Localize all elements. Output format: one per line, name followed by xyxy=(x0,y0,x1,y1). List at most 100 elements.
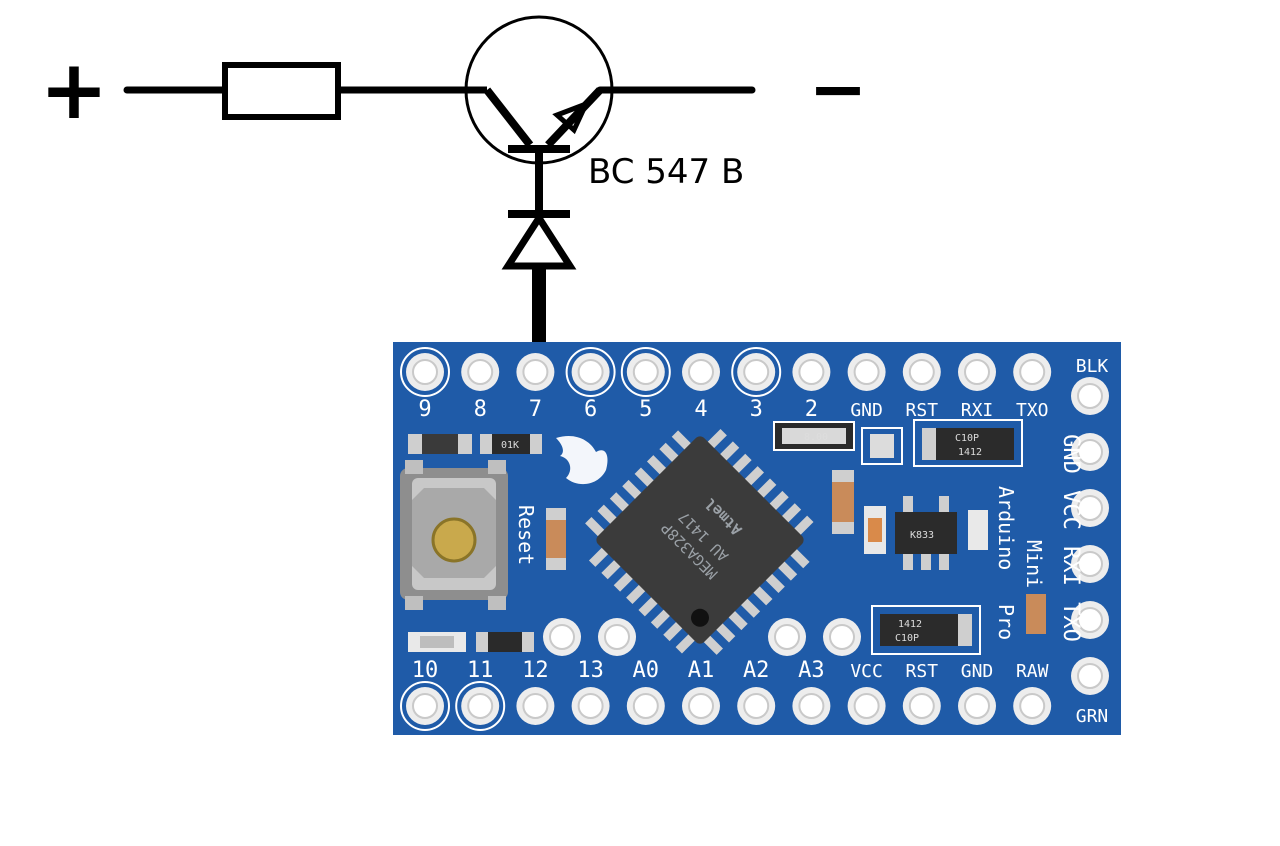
smd-cap-left xyxy=(546,508,566,570)
pad-top-4 xyxy=(620,347,671,397)
bottom-pin-pads xyxy=(400,681,1052,731)
led-small xyxy=(864,506,886,554)
pin-label: A3 xyxy=(798,658,825,683)
resistor xyxy=(222,62,341,120)
svg-text:1412: 1412 xyxy=(898,619,922,630)
svg-text:01K: 01K xyxy=(501,440,519,451)
atmega328p-chip: MEGA328P AU 1417 Atmel xyxy=(585,428,814,655)
pin-label: GND xyxy=(961,661,994,682)
svg-text:1412: 1412 xyxy=(958,447,982,458)
pad-bottom-3 xyxy=(571,687,610,725)
led-square xyxy=(861,427,903,465)
silk-arduino: Arduino xyxy=(994,486,1018,570)
diode xyxy=(501,210,577,270)
pad-right-1 xyxy=(1071,433,1109,471)
pad-right-3 xyxy=(1071,545,1109,583)
header-label: GND xyxy=(1058,434,1083,474)
silk-mini: Mini xyxy=(1022,540,1046,588)
pad-inner-2 xyxy=(768,618,806,656)
pin-label: 2 xyxy=(805,397,818,422)
capacitor-c10p-bottom: 1412 C10P xyxy=(871,605,981,655)
inner-pads xyxy=(543,618,861,656)
pad-bottom-4 xyxy=(626,687,665,725)
pad-right-4 xyxy=(1071,601,1109,639)
pin-label: 8 xyxy=(474,397,487,422)
pad-bottom-10 xyxy=(958,687,996,725)
pad-bottom-11 xyxy=(1013,687,1052,725)
pad-bottom-1 xyxy=(455,681,506,731)
silk-pro: Pro xyxy=(994,604,1018,640)
pin-label: 10 xyxy=(412,658,439,683)
pad-bottom-6 xyxy=(737,687,776,725)
pad-bottom-7 xyxy=(792,687,831,725)
pin-label: 7 xyxy=(529,397,542,422)
svg-text:8.00: 8.00 xyxy=(804,432,828,443)
top-pin-pads xyxy=(400,347,1052,397)
smd-cap-right xyxy=(832,470,854,534)
pin-label: A0 xyxy=(633,658,660,683)
header-label: TXO xyxy=(1058,602,1083,642)
smd-resistor-top-left xyxy=(408,434,472,454)
transistor-label: BC 547 B xyxy=(588,152,744,192)
pin-label: 3 xyxy=(750,397,763,422)
pad-right-5 xyxy=(1071,657,1109,695)
pad-inner-0 xyxy=(543,618,581,656)
pin-label: RXI xyxy=(961,400,994,421)
pin-label: A2 xyxy=(743,658,770,683)
minus-terminal: − xyxy=(809,48,868,130)
pad-top-2 xyxy=(516,353,555,391)
pad-top-9 xyxy=(902,353,941,391)
pin-label: TXO xyxy=(1016,400,1049,421)
transistor-bc547b xyxy=(464,15,614,165)
pad-bottom-2 xyxy=(516,687,555,725)
reset-label: Reset xyxy=(514,505,538,565)
smd-resistor-far-right xyxy=(1026,594,1046,634)
pin-label: A1 xyxy=(688,658,715,683)
pin-label: RAW xyxy=(1016,661,1049,682)
pad-top-3 xyxy=(565,347,616,397)
capacitor-c10p-top: C10P 1412 xyxy=(913,419,1023,467)
pin-label: VCC xyxy=(850,661,883,682)
pin-label: 12 xyxy=(522,658,549,683)
header-label: VCC xyxy=(1058,490,1083,530)
pad-top-11 xyxy=(1013,353,1052,391)
regulator-k833: K833 xyxy=(895,496,957,570)
pad-bottom-5 xyxy=(682,687,720,725)
smd-resistor-01k: 01K xyxy=(480,434,542,454)
pad-top-8 xyxy=(847,353,886,391)
pad-bottom-0 xyxy=(400,681,450,731)
pad-inner-3 xyxy=(823,618,861,656)
pad-top-5 xyxy=(682,353,720,391)
pad-top-0 xyxy=(400,347,450,397)
pad-top-6 xyxy=(731,347,782,397)
pin-label: 13 xyxy=(577,658,604,683)
pad-top-7 xyxy=(792,353,831,391)
smd-resistor-right xyxy=(968,510,988,550)
pin-label: GND xyxy=(850,400,883,421)
smd-resistor-bottom-mid xyxy=(476,632,534,652)
schematic: + − BC 547 B xyxy=(40,15,868,378)
pin-label: 6 xyxy=(584,397,597,422)
pin-label: RST xyxy=(906,661,939,682)
smd-resistor-bottom-left xyxy=(408,632,466,652)
svg-text:C10P: C10P xyxy=(955,433,979,444)
svg-text:K833: K833 xyxy=(910,530,934,541)
pin-label: 4 xyxy=(694,397,707,422)
pad-right-2 xyxy=(1071,489,1109,527)
pad-top-10 xyxy=(958,353,996,391)
plus-terminal: + xyxy=(40,43,109,138)
header-label: GRN xyxy=(1076,706,1109,727)
pin-label: 5 xyxy=(639,397,652,422)
pad-bottom-9 xyxy=(902,687,941,725)
pad-bottom-8 xyxy=(847,687,886,725)
svg-text:C10P: C10P xyxy=(895,633,919,644)
sparkfun-flame-icon xyxy=(556,435,608,485)
pad-top-1 xyxy=(461,353,500,391)
header-label: BLK xyxy=(1076,356,1109,377)
crystal-resonator: 8.00 xyxy=(773,421,855,451)
